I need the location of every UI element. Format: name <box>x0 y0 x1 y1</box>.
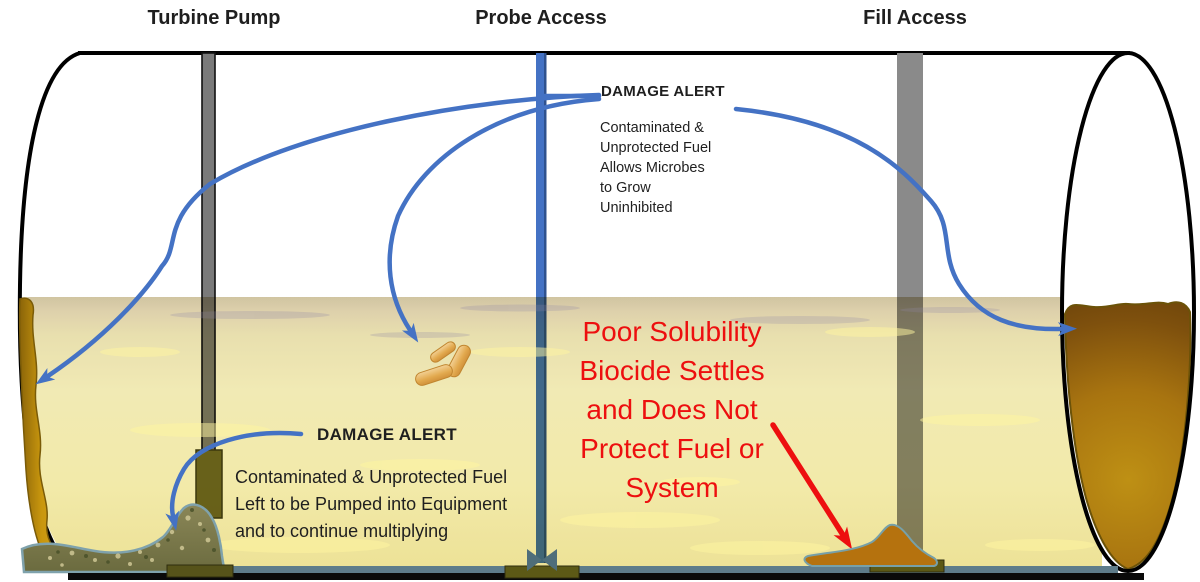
blue-arrow-to-wall-icon <box>35 92 602 385</box>
microbes-icon <box>415 341 471 386</box>
turbine-pump-label: Turbine Pump <box>147 7 281 29</box>
blue-arrow-to-microbes-icon <box>387 96 602 343</box>
alert-top-line: Contaminated & <box>600 120 704 136</box>
fuel-texture <box>100 304 1095 555</box>
damage-alert-top-heading: DAMAGE ALERT <box>601 83 725 100</box>
fill-access-label: Fill Access <box>863 7 967 29</box>
tank-floor <box>68 549 1144 580</box>
alert-top-line: to Grow <box>600 180 651 196</box>
alert-top-line: Unprotected Fuel <box>600 140 712 156</box>
damage-alert-bottom-heading: DAMAGE ALERT <box>317 425 457 444</box>
endcap-contamination <box>1063 301 1192 571</box>
alert-top-line: Uninhibited <box>600 200 673 216</box>
alert-bottom-line: Left to be Pumped into Equipment <box>235 494 508 514</box>
alert-bottom-line: and to continue multiplying <box>235 521 449 541</box>
alert-top-line: Allows Microbes <box>600 160 705 176</box>
wall-contamination-streak <box>18 297 61 558</box>
tank-end-cap <box>1060 51 1196 573</box>
biocide-warning-line: Poor Solubility <box>582 316 762 347</box>
probe-foot-valve <box>527 549 557 571</box>
turbine-base-plate <box>166 564 234 578</box>
biocide-warning-line: Protect Fuel or <box>580 433 764 464</box>
biocide-warning-line: System <box>625 472 719 503</box>
biocide-warning-line: and Does Not <box>586 394 758 425</box>
blue-arrow-to-endcap-icon <box>733 106 1077 337</box>
probe-access-label: Probe Access <box>475 7 607 29</box>
alert-bottom-line: Contaminated & Unprotected Fuel <box>235 467 508 487</box>
red-arrow-to-biocide-icon <box>770 422 853 550</box>
biocide-warning-line: Biocide Settles <box>579 355 765 386</box>
blue-arrow-to-sludge-icon <box>165 430 304 531</box>
probe-base-plate <box>504 565 580 579</box>
settled-biocide-puddle <box>803 523 938 567</box>
fuel-body <box>19 297 1102 566</box>
